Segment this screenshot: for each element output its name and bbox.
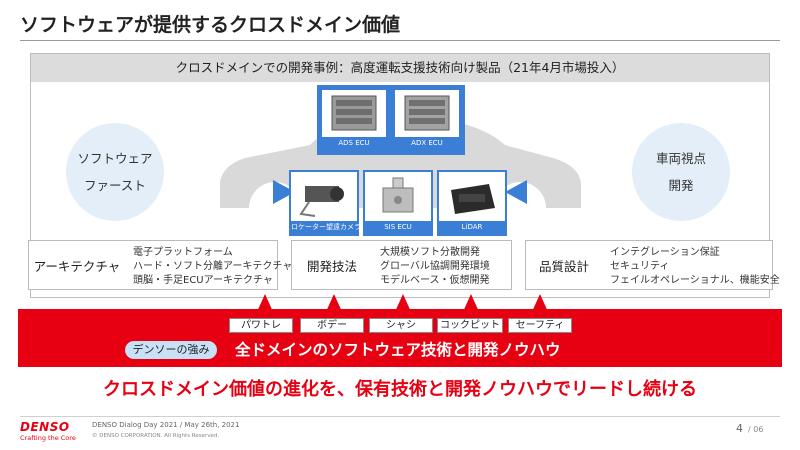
slide-title: ソフトウェアが提供するクロスドメイン価値 [20, 14, 401, 36]
case-study-header: クロスドメインでの開発事例：高度運転支援技術向け製品（21年4月市場投入） [31, 54, 769, 82]
ads-ecu-caption: ADS ECU [322, 137, 386, 150]
lidar-photo: LiDAR [437, 170, 507, 236]
feature-item: ハード・ソフト分離アーキテクチャ [133, 261, 293, 272]
feature-item: 大規模ソフト分散開発 [380, 247, 480, 258]
title-divider [20, 40, 780, 41]
vehicle-view-circle: 車両視点 開発 [632, 123, 730, 221]
denso-logo: DENSO [20, 420, 70, 434]
feature-items: 大規模ソフト分散開発 グローバル協調開発環境 モデルベース・仮想開発 [380, 246, 490, 288]
event-info: DENSO Dialog Day 2021 / May 26th, 2021 [92, 421, 240, 429]
lidar-sensor-icon [451, 184, 495, 214]
strength-label: デンソーの強み [125, 341, 217, 359]
copyright: © DENSO CORPORATION. All Rights Reserved… [92, 433, 220, 439]
vehicle-view-line2: 開発 [668, 178, 694, 193]
feature-item: モデルベース・仮想開発 [380, 275, 490, 286]
feature-box-quality: 品質設計 インテグレーション保証 セキュリティ フェイルオペレーショナル、機能安… [525, 240, 780, 290]
sis-ecu-photo: SIS ECU [363, 170, 433, 236]
feature-item: 電子プラットフォーム [133, 247, 233, 258]
footer-divider [20, 416, 780, 417]
sis-ecu-caption: SIS ECU [365, 221, 431, 234]
ecu-unit-icon [331, 95, 377, 131]
feature-item: グローバル協調開発環境 [380, 261, 490, 272]
page-number: 4 [736, 422, 743, 435]
feature-items: 電子プラットフォーム ハード・ソフト分離アーキテクチャ 頭脳・手足ECUアーキテ… [133, 246, 292, 288]
feature-item: セキュリティ [610, 261, 670, 272]
ecu-unit-icon [404, 95, 450, 131]
vehicle-view-line1: 車両視点 [655, 151, 706, 166]
sis-unit-icon [382, 177, 414, 213]
feature-box-dev-method: 開発技法 大規模ソフト分散開発 グローバル協調開発環境 モデルベース・仮想開発 [291, 240, 512, 290]
feature-box-architecture: アーキテクチャ 電子プラットフォーム ハード・ソフト分離アーキテクチャ 頭脳・手… [28, 240, 292, 290]
feature-item: 頭脳・手足ECUアーキテクチャ [133, 275, 273, 286]
locator-camera-photo: ロケーター望遠カメラ [289, 170, 361, 236]
feature-label: 開発技法 [306, 258, 357, 274]
domain-tag-powertrain: パワトレ [229, 318, 293, 333]
software-first-circle: ソフトウェア ファースト [66, 123, 164, 221]
feature-item: フェイルオペレーショナル、機能安全 [610, 275, 780, 286]
adx-ecu-caption: ADX ECU [395, 137, 459, 150]
feature-label: アーキテクチャ [33, 258, 121, 274]
software-first-line1: ソフトウェア [77, 151, 153, 166]
camera-module-icon [299, 186, 344, 217]
logo-tagline: Crafting the Core [20, 434, 76, 442]
locator-camera-caption: ロケーター望遠カメラ [291, 221, 361, 234]
software-first-line2: ファースト [84, 178, 146, 193]
domain-tag-chassis: シャシ [369, 318, 433, 333]
strength-text: 全ドメインのソフトウェア技術と開発ノウハウ [235, 341, 561, 359]
lidar-caption: LiDAR [439, 221, 505, 234]
page-total: / 06 [748, 425, 764, 434]
feature-items: インテグレーション保証 セキュリティ フェイルオペレーショナル、機能安全 [610, 246, 780, 288]
tagline: クロスドメイン価値の進化を、保有技術と開発ノウハウでリードし続ける [103, 379, 697, 400]
feature-label: 品質設計 [538, 258, 589, 274]
domain-tag-cockpit: コックピット [437, 318, 503, 333]
domain-tag-body: ボデー [300, 318, 364, 333]
ads-ecu-photo: ADS ECU [320, 88, 388, 152]
adx-ecu-photo: ADX ECU [393, 88, 461, 152]
feature-item: インテグレーション保証 [610, 247, 720, 258]
domain-tag-safety: セーフティ [508, 318, 572, 333]
